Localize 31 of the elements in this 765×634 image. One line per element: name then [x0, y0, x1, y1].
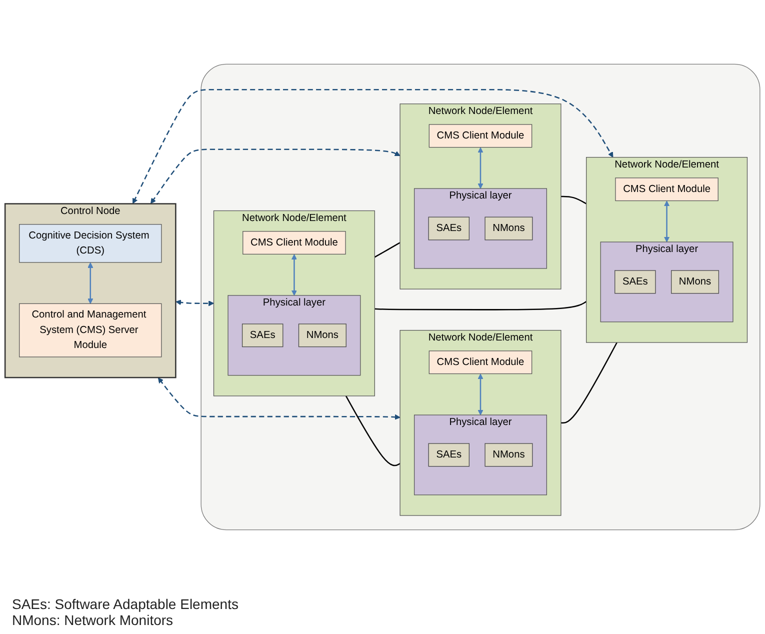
node-box: CMS Client Module — [428, 350, 532, 374]
arrow — [176, 300, 214, 306]
node-box: SAEs — [614, 270, 656, 294]
arrow — [150, 148, 400, 204]
node-box: NMons — [298, 324, 346, 348]
node-box: NMons — [484, 443, 533, 467]
connector — [560, 196, 587, 204]
cluster — [200, 64, 760, 530]
node-box: Cognitive Decision System (CDS) — [19, 224, 162, 263]
arrow — [478, 374, 484, 416]
arrow — [88, 262, 94, 304]
arrow — [478, 147, 484, 189]
node-box: SAEs — [428, 443, 470, 467]
node-box: NMons — [671, 270, 720, 294]
connector — [345, 396, 400, 466]
arrow — [132, 88, 614, 204]
note-text: SAEs: Software Adaptable Elements — [12, 596, 238, 612]
node-box: Control and Management System (CMS) Server Module — [19, 303, 162, 358]
connector — [560, 342, 618, 424]
arrow — [664, 200, 670, 242]
node-box: NMons — [484, 216, 533, 240]
arrow — [291, 254, 297, 296]
node-box: SAEs — [428, 216, 470, 240]
node-box: CMS Client Module — [615, 178, 718, 202]
note-text: NMons: Network Monitors — [12, 612, 174, 628]
connector — [374, 242, 400, 258]
node-box: SAEs — [242, 324, 284, 348]
arrow — [158, 378, 400, 420]
node-box: CMS Client Module — [428, 124, 532, 148]
connector — [374, 301, 587, 310]
node-box: CMS Client Module — [242, 231, 346, 254]
